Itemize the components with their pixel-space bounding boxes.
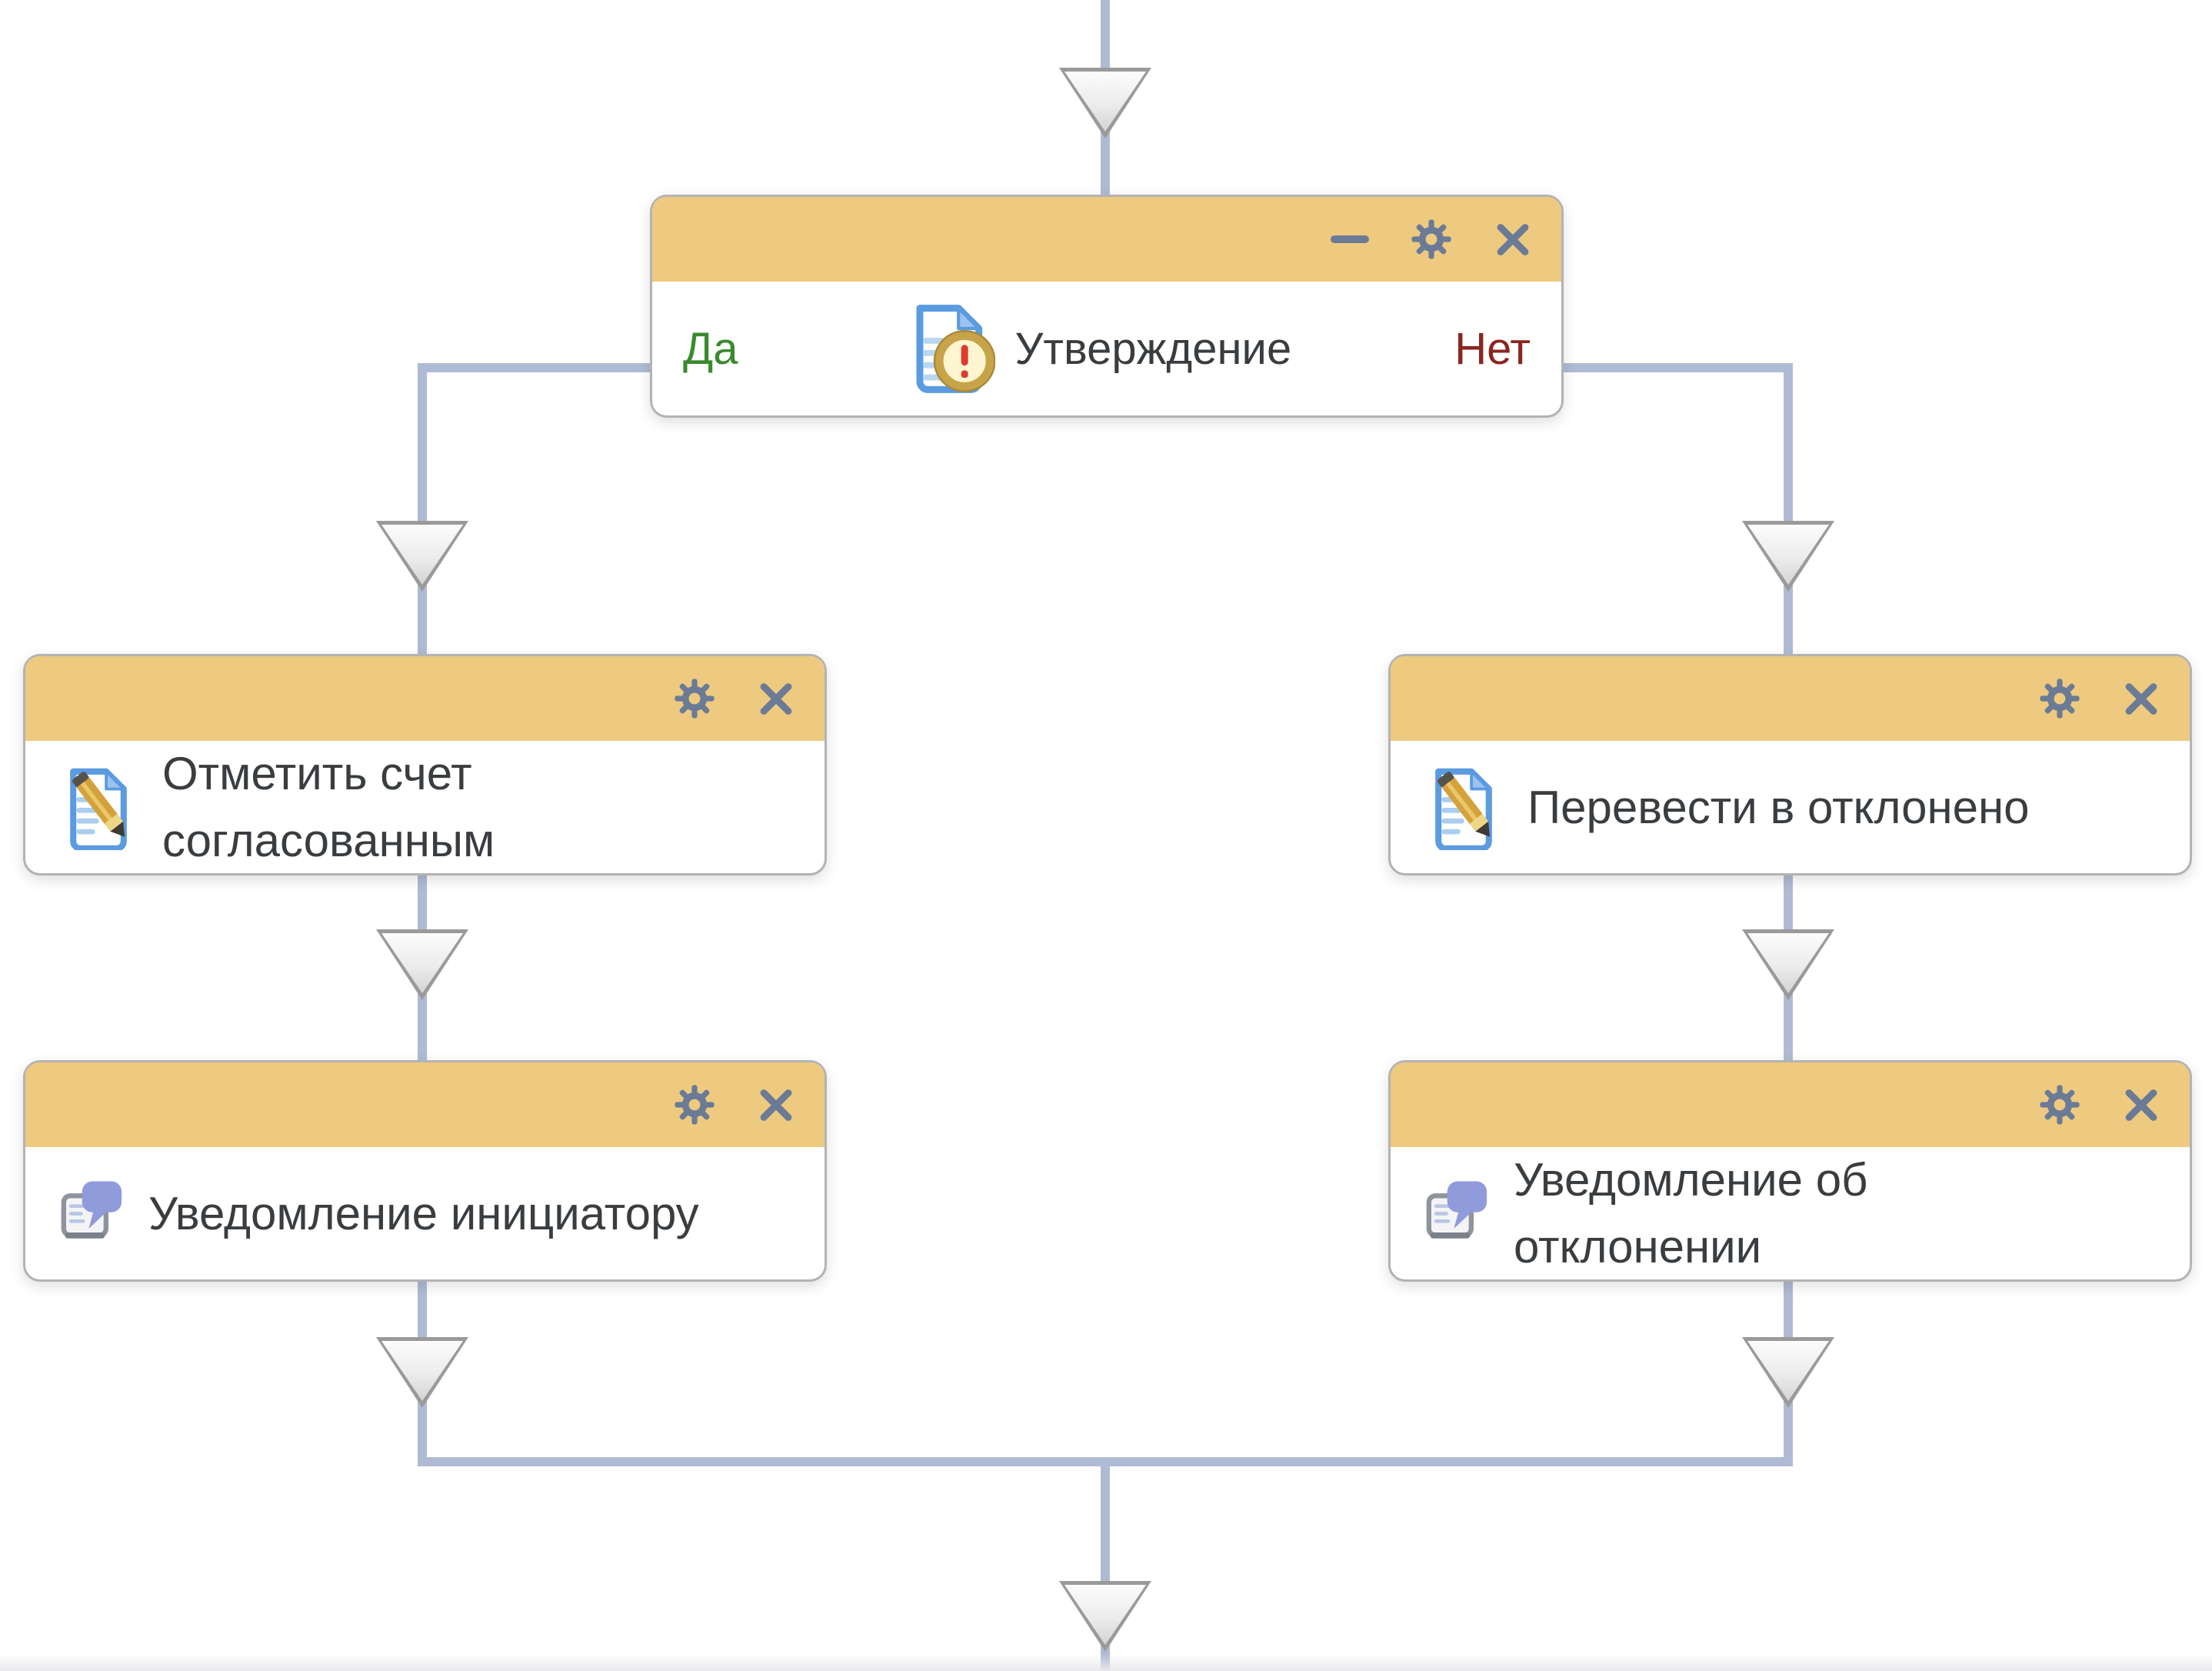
node-label: Уведомление инициатору	[148, 1187, 699, 1239]
close-icon	[2120, 1084, 2162, 1126]
settings-button[interactable]	[1411, 218, 1452, 260]
close-icon	[2120, 678, 2162, 719]
flow-arrowhead	[1742, 1337, 1834, 1408]
chat-notification-icon	[58, 1178, 125, 1249]
node-label: Отметить счет согласованным	[162, 748, 495, 866]
gear-icon	[2040, 679, 2080, 719]
no-branch-label[interactable]: Нет	[1454, 323, 1531, 374]
flow-line-yes-vertical	[418, 363, 427, 659]
close-icon	[755, 1084, 797, 1126]
close-button[interactable]	[2120, 678, 2162, 719]
document-edit-icon	[58, 765, 139, 850]
yes-branch-label[interactable]: Да	[683, 323, 738, 374]
settings-button[interactable]	[2039, 678, 2080, 719]
close-button[interactable]	[755, 678, 797, 719]
close-button[interactable]	[2120, 1084, 2162, 1126]
node-header[interactable]	[1391, 1062, 2190, 1147]
flow-line-no-vertical	[1784, 363, 1793, 659]
node-approval[interactable]: Да	[650, 195, 1564, 418]
flow-arrowhead	[376, 929, 468, 1000]
settings-button[interactable]	[674, 678, 715, 719]
flow-arrowhead	[1059, 1581, 1151, 1652]
gear-icon	[2040, 1085, 2080, 1125]
node-notify-initiator[interactable]: Уведомление инициатору	[23, 1060, 827, 1282]
settings-button[interactable]	[2039, 1084, 2080, 1126]
flow-arrowhead	[376, 521, 468, 592]
node-mark-invoice-approved[interactable]: Отметить счет согласованным	[23, 654, 827, 876]
close-button[interactable]	[755, 1084, 797, 1126]
node-header[interactable]	[1391, 656, 2190, 741]
close-icon	[755, 678, 797, 719]
node-header[interactable]	[25, 656, 825, 741]
close-icon	[1492, 218, 1534, 260]
flow-arrowhead	[1742, 521, 1834, 592]
minimize-button[interactable]	[1329, 218, 1371, 260]
flow-arrowhead	[376, 1337, 468, 1408]
document-alert-icon	[901, 300, 995, 398]
gear-icon	[675, 679, 715, 719]
document-edit-icon	[1423, 765, 1504, 850]
node-header[interactable]	[652, 197, 1561, 282]
node-header[interactable]	[25, 1062, 825, 1147]
flow-line-no-horizontal	[1559, 363, 1793, 372]
minus-icon	[1331, 235, 1369, 243]
node-move-to-rejected[interactable]: Перевести в отклонено	[1388, 654, 2192, 876]
chat-notification-icon	[1423, 1178, 1491, 1249]
gear-icon	[1411, 219, 1451, 259]
gear-icon	[675, 1085, 715, 1125]
canvas-bottom-fade	[0, 1654, 2212, 1671]
settings-button[interactable]	[674, 1084, 715, 1126]
node-label: Уведомление об отклонении	[1514, 1154, 1868, 1272]
flow-line-yes-horizontal	[418, 363, 655, 372]
node-title: Утверждение	[1014, 323, 1292, 374]
flow-arrowhead	[1742, 929, 1834, 1000]
node-notify-rejection[interactable]: Уведомление об отклонении	[1388, 1060, 2192, 1282]
node-label: Перевести в отклонено	[1527, 781, 2030, 833]
flow-arrowhead	[1059, 68, 1151, 138]
close-button[interactable]	[1492, 218, 1534, 260]
